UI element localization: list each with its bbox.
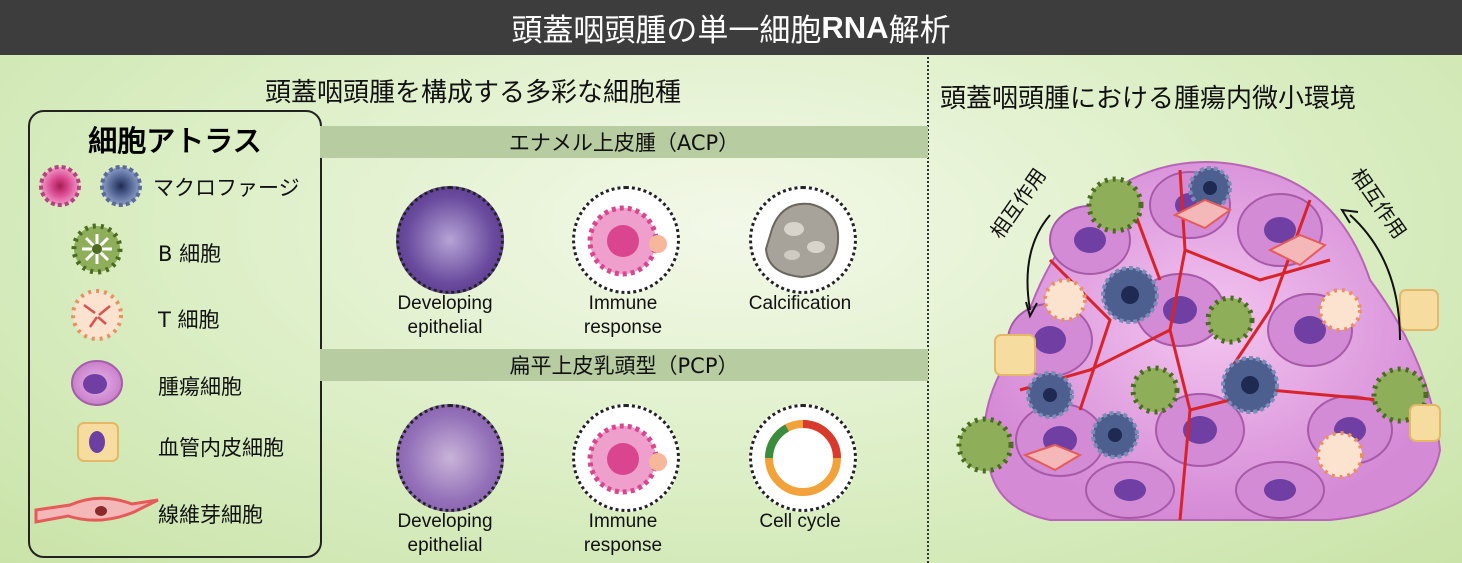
legend-label-macrophage: マクロファージ — [153, 176, 300, 200]
endothelial-cell-icon — [77, 422, 119, 462]
pcp-band: 扁平上皮乳頭型（PCP） — [320, 349, 928, 381]
pcp-caption-immune-response: Immune response — [543, 510, 703, 558]
tumor-microenvironment-illustration — [956, 161, 1442, 521]
legend-label-fibroblast: 線維芽細胞 — [158, 503, 263, 527]
legend-label-t-cell: T 細胞 — [158, 308, 220, 332]
tumor-cell-icon — [71, 360, 123, 406]
fibroblast-icon — [34, 496, 159, 524]
pcp-caption-developing-epithelial: Developing epithelial — [365, 510, 525, 558]
pcp-caption-1: Developing epithelial — [397, 511, 493, 556]
acp-calcification-image — [749, 186, 857, 294]
legend-label-tumor-cell: 腫瘍細胞 — [158, 375, 242, 399]
pcp-developing-epithelial-image — [396, 404, 504, 512]
left-heading: 頭蓋咽頭腫を構成する多彩な細胞種 — [265, 78, 682, 108]
title-suffix: 解析 — [888, 13, 951, 49]
acp-caption-calcification: Calcification — [720, 292, 880, 316]
acp-immune-response-image — [572, 186, 680, 294]
pcp-caption-3: Cell cycle — [759, 511, 841, 532]
title-bar: 頭蓋咽頭腫の単一細胞 RNA 解析 — [0, 0, 1462, 55]
atlas-title: 細胞アトラス — [88, 124, 262, 158]
title-bold: RNA — [821, 9, 889, 45]
atlas-icons — [34, 165, 159, 524]
acp-caption-1: Developing epithelial — [397, 293, 493, 338]
acp-caption-3: Calcification — [748, 293, 852, 314]
pcp-immune-response-image — [572, 404, 680, 512]
pcp-caption-cell-cycle: Cell cycle — [720, 510, 880, 534]
pcp-cell-cycle-image — [749, 404, 857, 512]
macrophage-blue-icon — [100, 165, 142, 207]
pcp-caption-2: Immune response — [583, 511, 663, 556]
right-heading: 頭蓋咽頭腫における腫瘍内微小環境 — [940, 84, 1357, 114]
acp-caption-immune-response: Immune response — [543, 292, 703, 340]
section-divider — [927, 57, 929, 563]
title-prefix: 頭蓋咽頭腫の単一細胞 — [511, 13, 822, 49]
acp-caption-developing-epithelial: Developing epithelial — [365, 292, 525, 340]
acp-caption-2: Immune response — [583, 293, 663, 338]
legend-label-b-cell: B 細胞 — [158, 242, 222, 266]
cell-atlas-panel: 細胞アトラス — [28, 110, 322, 558]
macrophage-pink-icon — [39, 165, 81, 207]
acp-developing-epithelial-image — [396, 186, 504, 294]
b-cell-icon — [71, 223, 123, 275]
legend-label-endothelial-cell: 血管内皮細胞 — [158, 436, 284, 460]
t-cell-icon — [71, 289, 123, 341]
acp-band: エナメル上皮腫（ACP） — [320, 126, 928, 158]
